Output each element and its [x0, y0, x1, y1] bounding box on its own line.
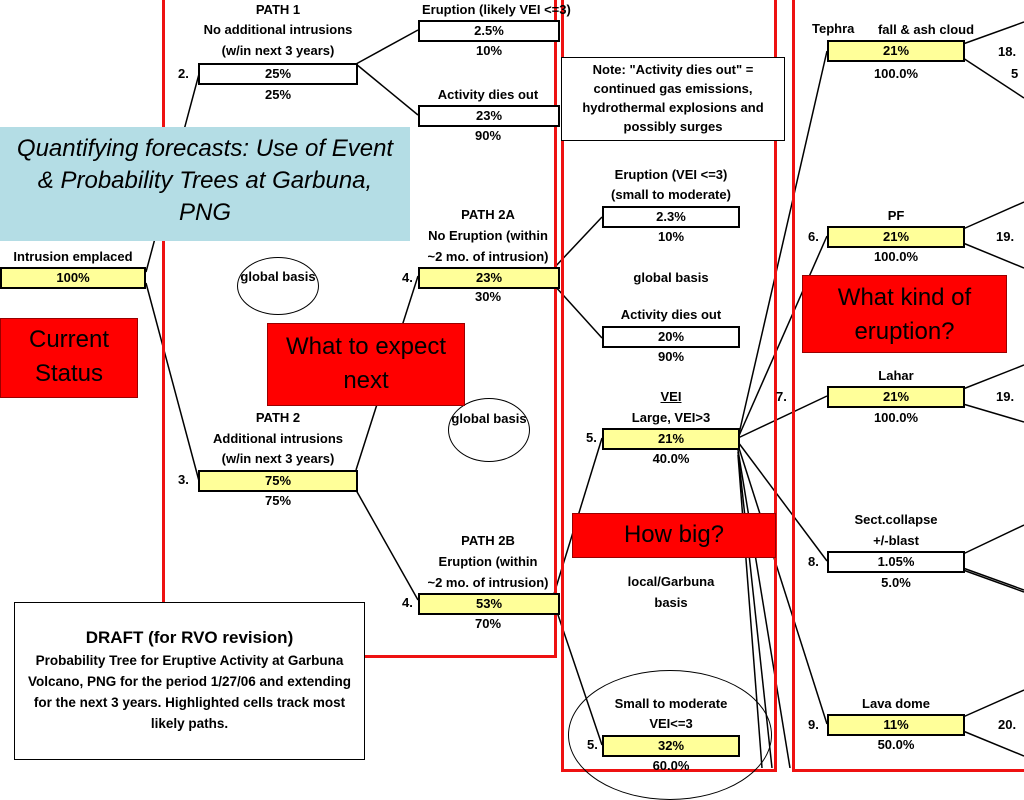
- global-basis-1-text: global basis: [240, 269, 316, 284]
- lahar-below: 100.0%: [873, 410, 919, 425]
- tephra-label1: Tephra: [812, 21, 855, 36]
- current-situation-label: Intrusion emplaced: [13, 249, 133, 264]
- global-basis-ellipse-1: global basis: [237, 257, 319, 315]
- small-moderate-below: 60.0%: [652, 758, 690, 773]
- small-moderate-box: 32%: [602, 735, 740, 757]
- lava-right-number: 20.: [998, 717, 1017, 732]
- activity2-below: 90%: [657, 349, 685, 364]
- draft-title: DRAFT (for RVO revision): [85, 628, 294, 647]
- eruption-small-box: 2.3%: [602, 206, 740, 228]
- global-basis-2-text: global basis: [451, 411, 527, 426]
- draft-box: DRAFT (for RVO revision) Probability Tre…: [14, 602, 365, 760]
- vei-number: 5.: [586, 430, 597, 445]
- sect-line2: +/-blast: [873, 533, 919, 548]
- how-big-label: How big?: [572, 513, 776, 558]
- title-overlay: Quantifying forecasts: Use of Event & Pr…: [0, 127, 410, 241]
- lava-box: 11%: [827, 714, 965, 736]
- path2-number: 3.: [178, 472, 189, 487]
- tephra-box: 21%: [827, 40, 965, 62]
- pf-box: 21%: [827, 226, 965, 248]
- path2a-below: 30%: [474, 289, 502, 304]
- path2a-box: 23%: [418, 267, 560, 289]
- path1-line1: No additional intrusions: [203, 22, 353, 37]
- tephra-right-cut: 5: [1011, 66, 1019, 81]
- path1-number: 2.: [178, 66, 189, 81]
- sect-box: 1.05%: [827, 551, 965, 573]
- pf-label: PF: [887, 208, 905, 223]
- path2b-box: 53%: [418, 593, 560, 615]
- path2a-line1: No Eruption (within: [428, 228, 548, 243]
- lahar-right-number: 19.: [996, 389, 1015, 404]
- eruption-small-line2: (small to moderate): [611, 187, 731, 202]
- tephra-label2: fall & ash cloud: [877, 22, 975, 37]
- path2-box: 75%: [198, 470, 358, 492]
- path2-below: 75%: [264, 493, 292, 508]
- current-status-label: Current Status: [0, 318, 138, 398]
- what-next-label: What to expect next: [267, 323, 465, 406]
- sect-line1: Sect.collapse: [854, 512, 938, 527]
- path2b-line2: ~2 mo. of intrusion): [427, 575, 549, 590]
- vei-below: 40.0%: [652, 451, 690, 466]
- what-next-text: What to expect next: [285, 333, 447, 394]
- path1-box: 25%: [198, 63, 358, 85]
- path2-title: PATH 2: [255, 410, 301, 425]
- draft-body: Probability Tree for Eruptive Activity a…: [27, 653, 352, 731]
- tephra-right-number: 18.: [998, 44, 1017, 59]
- path2b-number: 4.: [402, 595, 413, 610]
- lahar-box: 21%: [827, 386, 965, 408]
- vei-line1: Large, VEI>3: [631, 410, 711, 425]
- what-kind-text: What kind of eruption?: [837, 284, 972, 345]
- path2a-number: 4.: [402, 270, 413, 285]
- local-basis-line1: local/Garbuna: [627, 574, 715, 589]
- small-moderate-line1: Small to moderate: [614, 696, 728, 711]
- local-basis-line2: basis: [654, 595, 688, 610]
- vei-title: VEI: [660, 389, 682, 404]
- tree-connector-lines: [145, 21, 1024, 768]
- path1-below: 25%: [264, 87, 292, 102]
- current-status-text: Current Status: [28, 326, 110, 387]
- lava-number: 9.: [808, 717, 819, 732]
- path2a-title: PATH 2A: [461, 207, 515, 222]
- vei-box: 21%: [602, 428, 740, 450]
- sect-below: 5.0%: [881, 575, 911, 590]
- path2b-title: PATH 2B: [461, 533, 515, 548]
- what-kind-label: What kind of eruption?: [802, 275, 1007, 353]
- small-moderate-line2: VEI<=3: [649, 716, 693, 731]
- pf-number: 6.: [808, 229, 819, 244]
- activity2-box: 20%: [602, 326, 740, 348]
- lava-label: Lava dome: [862, 696, 930, 711]
- path2b-below: 70%: [474, 616, 502, 631]
- eruption-small-below: 10%: [657, 229, 685, 244]
- pf-right-number: 19.: [996, 229, 1015, 244]
- path1-line2: (w/in next 3 years): [221, 43, 335, 58]
- lahar-number: 7.: [776, 389, 787, 404]
- path1-title: PATH 1: [255, 2, 301, 17]
- lava-below: 50.0%: [877, 737, 915, 752]
- pf-below: 100.0%: [873, 249, 919, 264]
- path2b-line1: Eruption (within: [438, 554, 538, 569]
- activity1-box: 23%: [418, 105, 560, 127]
- path2-line2: (w/in next 3 years): [221, 451, 335, 466]
- how-big-text: How big?: [623, 521, 725, 548]
- note-box: Note: "Activity dies out" = continued ga…: [561, 57, 785, 141]
- title-text: Quantifying forecasts: Use of Event & Pr…: [16, 135, 394, 226]
- sect-number: 8.: [808, 554, 819, 569]
- eruption-small-line1: Eruption (VEI <=3): [614, 167, 728, 182]
- path2a-line2: ~2 mo. of intrusion): [427, 249, 549, 264]
- path2-line1: Additional intrusions: [213, 431, 343, 446]
- note-text: Note: "Activity dies out" = continued ga…: [582, 62, 764, 134]
- eruption-likely-below: 10%: [475, 43, 503, 58]
- current-situation-box: 100%: [0, 267, 146, 289]
- activity2-label: Activity dies out: [620, 307, 722, 322]
- global-basis-ellipse-2: global basis: [448, 398, 530, 462]
- eruption-likely-box: 2.5%: [418, 20, 560, 42]
- lahar-label: Lahar: [878, 368, 914, 383]
- eruption-likely-label: Eruption (likely VEI <=3): [422, 2, 571, 17]
- small-moderate-number: 5.: [587, 737, 598, 752]
- activity1-label: Activity dies out: [437, 87, 539, 102]
- activity1-below: 90%: [474, 128, 502, 143]
- global-basis-3: global basis: [633, 270, 709, 285]
- tephra-below: 100.0%: [873, 66, 919, 81]
